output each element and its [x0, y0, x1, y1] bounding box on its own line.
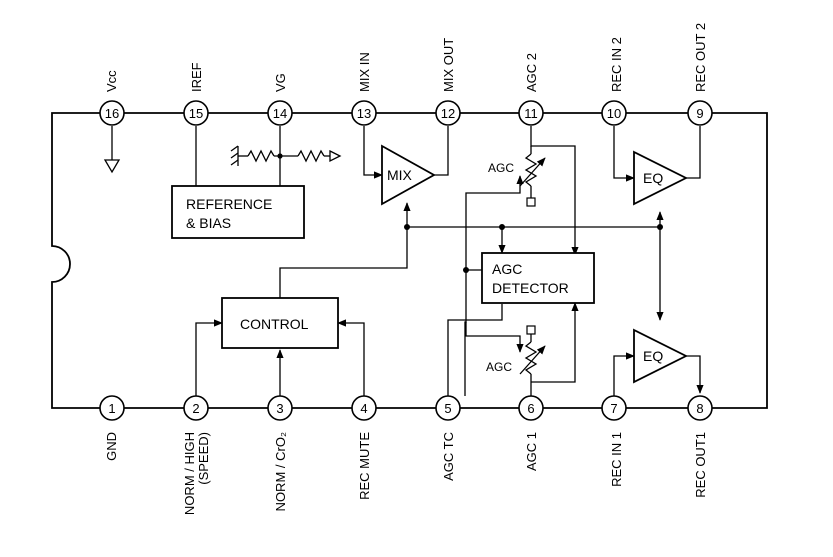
eq-amplifier-bottom: EQ [633, 328, 689, 384]
pin-3: 3 [267, 395, 293, 421]
reference-bias-line1: REFERENCE [186, 196, 272, 212]
eq-bottom-label: EQ [643, 348, 663, 364]
pin-14: 14 [267, 100, 293, 126]
pin5-label: AGC TC [441, 432, 456, 481]
svg-text:8: 8 [696, 401, 703, 416]
pin-12: 12 [435, 100, 461, 126]
agc-top-label: AGC [488, 161, 514, 175]
pin-2: 2 [183, 395, 209, 421]
control-label: CONTROL [240, 316, 309, 332]
pin-4: 4 [351, 395, 377, 421]
agc-detector-block: AGC DETECTOR [481, 252, 595, 304]
svg-text:15: 15 [189, 106, 203, 121]
mix-amplifier: MIX [381, 144, 436, 206]
pin4-label: REC MUTE [357, 432, 372, 500]
pin12-label: MIX OUT [441, 38, 456, 92]
pin15-label: IREF [189, 62, 204, 92]
pin1-label: GND [104, 432, 119, 461]
pin7-label: REC IN 1 [609, 432, 624, 487]
pin3-label: NORM / CrO₂ [273, 432, 288, 511]
top-pin-labels: Vcc IREF VG MIX IN MIX OUT AGC 2 REC IN … [104, 23, 708, 92]
svg-text:4: 4 [360, 401, 367, 416]
pin16-label: Vcc [104, 70, 119, 92]
pin-8: 8 [687, 395, 713, 421]
svg-text:1: 1 [108, 401, 115, 416]
control-block: CONTROL [221, 297, 339, 349]
agc-detector-line2: DETECTOR [492, 280, 569, 296]
pin11-label: AGC 2 [524, 53, 539, 92]
pin-5: 5 [435, 395, 461, 421]
agc-bottom-label: AGC [486, 360, 512, 374]
svg-text:7: 7 [610, 401, 617, 416]
svg-text:13: 13 [357, 106, 371, 121]
pin-16: 16 [99, 100, 125, 126]
pin9-label: REC OUT 2 [693, 23, 708, 92]
pin-9: 9 [687, 100, 713, 126]
svg-text:2: 2 [192, 401, 199, 416]
pin10-label: REC IN 2 [609, 37, 624, 92]
pin-6: 6 [518, 395, 544, 421]
eq-amplifier-top: EQ [633, 150, 689, 206]
reference-bias-line2: & BIAS [186, 215, 231, 231]
svg-text:5: 5 [444, 401, 451, 416]
agc-detector-line1: AGC [492, 261, 522, 277]
pin2-sublabel: (SPEED) [196, 432, 211, 485]
pin-10: 10 [601, 100, 627, 126]
mix-label: MIX [387, 167, 413, 183]
svg-text:12: 12 [441, 106, 455, 121]
svg-text:9: 9 [696, 106, 703, 121]
pin-11: 11 [518, 100, 544, 126]
svg-text:3: 3 [276, 401, 283, 416]
bottom-pins: 1 2 3 4 5 6 7 8 [99, 395, 713, 421]
pin2-label: NORM / HIGH [182, 432, 197, 515]
eq-top-label: EQ [643, 170, 663, 186]
pin-13: 13 [351, 100, 377, 126]
svg-text:10: 10 [607, 106, 621, 121]
reference-bias-block: REFERENCE & BIAS [171, 185, 305, 239]
pin8-label: REC OUT1 [693, 432, 708, 498]
bottom-pin-labels: GND NORM / HIGH (SPEED) NORM / CrO₂ REC … [104, 432, 708, 515]
pin-7: 7 [601, 395, 627, 421]
pin14-label: VG [273, 73, 288, 92]
svg-text:11: 11 [524, 106, 538, 121]
svg-text:14: 14 [273, 106, 287, 121]
top-pins: 16 15 14 13 12 11 10 9 [99, 100, 713, 126]
pin-15: 15 [183, 100, 209, 126]
svg-text:16: 16 [105, 106, 119, 121]
ic-package-outline [51, 112, 768, 409]
pin6-label: AGC 1 [524, 432, 539, 471]
pin13-label: MIX IN [357, 52, 372, 92]
pin-1: 1 [99, 395, 125, 421]
svg-text:6: 6 [527, 401, 534, 416]
wiring [103, 126, 704, 396]
